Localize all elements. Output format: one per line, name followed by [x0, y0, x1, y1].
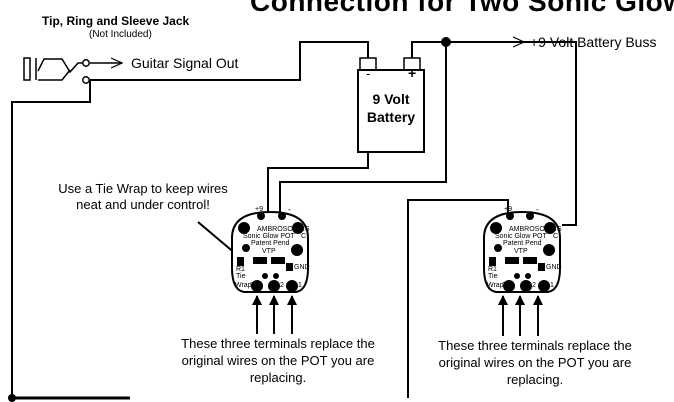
terminal-arrows-left	[252, 295, 297, 334]
pot-board-left	[231, 210, 309, 293]
board-right-wrap: Wrap	[487, 282, 504, 289]
board-left-wrap: Wrap	[235, 282, 252, 289]
board-right-t3: 3	[502, 282, 506, 289]
board-left-plus9: +9	[255, 206, 263, 213]
board-left-model: Sonic Glow POT	[243, 233, 295, 240]
board-right-r1: R1	[488, 266, 497, 273]
board-left-vtp: VTP	[262, 248, 276, 255]
battery-pos-label: +	[408, 65, 417, 81]
board-right-patent: Patent Pend	[503, 240, 542, 247]
board-right-gnd: GND	[546, 264, 562, 271]
board-right-vtp: VTP	[514, 248, 528, 255]
tie-note-line1: Use a Tie Wrap to keep wires	[58, 181, 228, 196]
board-right-c: C	[553, 233, 559, 240]
terminal-note-right-line3: replacing.	[506, 372, 564, 387]
terminal-note-left-line2: original wires on the POT you are	[181, 353, 375, 368]
terminal-note-left-line1: These three terminals replace the	[181, 336, 375, 351]
ground-junction	[8, 394, 16, 402]
buss-junction	[441, 37, 451, 47]
battery-label-line1: 9 Volt	[372, 91, 410, 107]
jack-symbol	[23, 57, 90, 84]
board-left-gnd: GND	[294, 264, 310, 271]
terminal-arrows-right	[498, 295, 543, 336]
board-right-minus: -	[536, 205, 539, 214]
terminal-note-right-line1: These three terminals replace the	[438, 338, 632, 353]
jack-note: (Not Included)	[89, 29, 152, 40]
board-left-t1: 1	[298, 282, 302, 289]
board-left-r1: R1	[236, 266, 245, 273]
board-right-t1: 1	[550, 282, 554, 289]
board-left-patent: Patent Pend	[251, 240, 290, 247]
board-left-tie: Tie	[236, 273, 246, 280]
battery-label-line2: Battery	[366, 109, 416, 125]
pot-board-right	[483, 210, 561, 293]
board-left-c: C	[301, 233, 307, 240]
jack-label: Tip, Ring and Sleeve Jack	[42, 14, 190, 28]
board-right-tie: Tie	[488, 273, 498, 280]
wires	[11, 42, 577, 400]
diagram-title: Connection for Two Sonic Glow	[250, 0, 674, 17]
board-right-plus9: +9	[504, 206, 512, 213]
battery-neg-label: -	[366, 66, 371, 81]
board-right-t2: 2	[532, 282, 536, 289]
board-right-model: Sonic Glow POT	[495, 233, 547, 240]
buss-label: +9 Volt Battery Buss	[530, 34, 657, 50]
battery	[357, 57, 425, 153]
board-right-brand: AMBROSONICS	[509, 226, 562, 233]
signal-out-label: Guitar Signal Out	[131, 55, 239, 71]
terminal-note-left-line3: replacing.	[249, 370, 307, 385]
terminal-note-right-line2: original wires on the POT you are	[438, 355, 632, 370]
board-left-minus: -	[288, 205, 291, 214]
board-left-t2: 2	[280, 282, 284, 289]
tie-note-line2: neat and under control!	[76, 197, 210, 212]
board-left-brand: AMBROSONICS	[257, 226, 310, 233]
board-left-t3: 3	[250, 282, 254, 289]
